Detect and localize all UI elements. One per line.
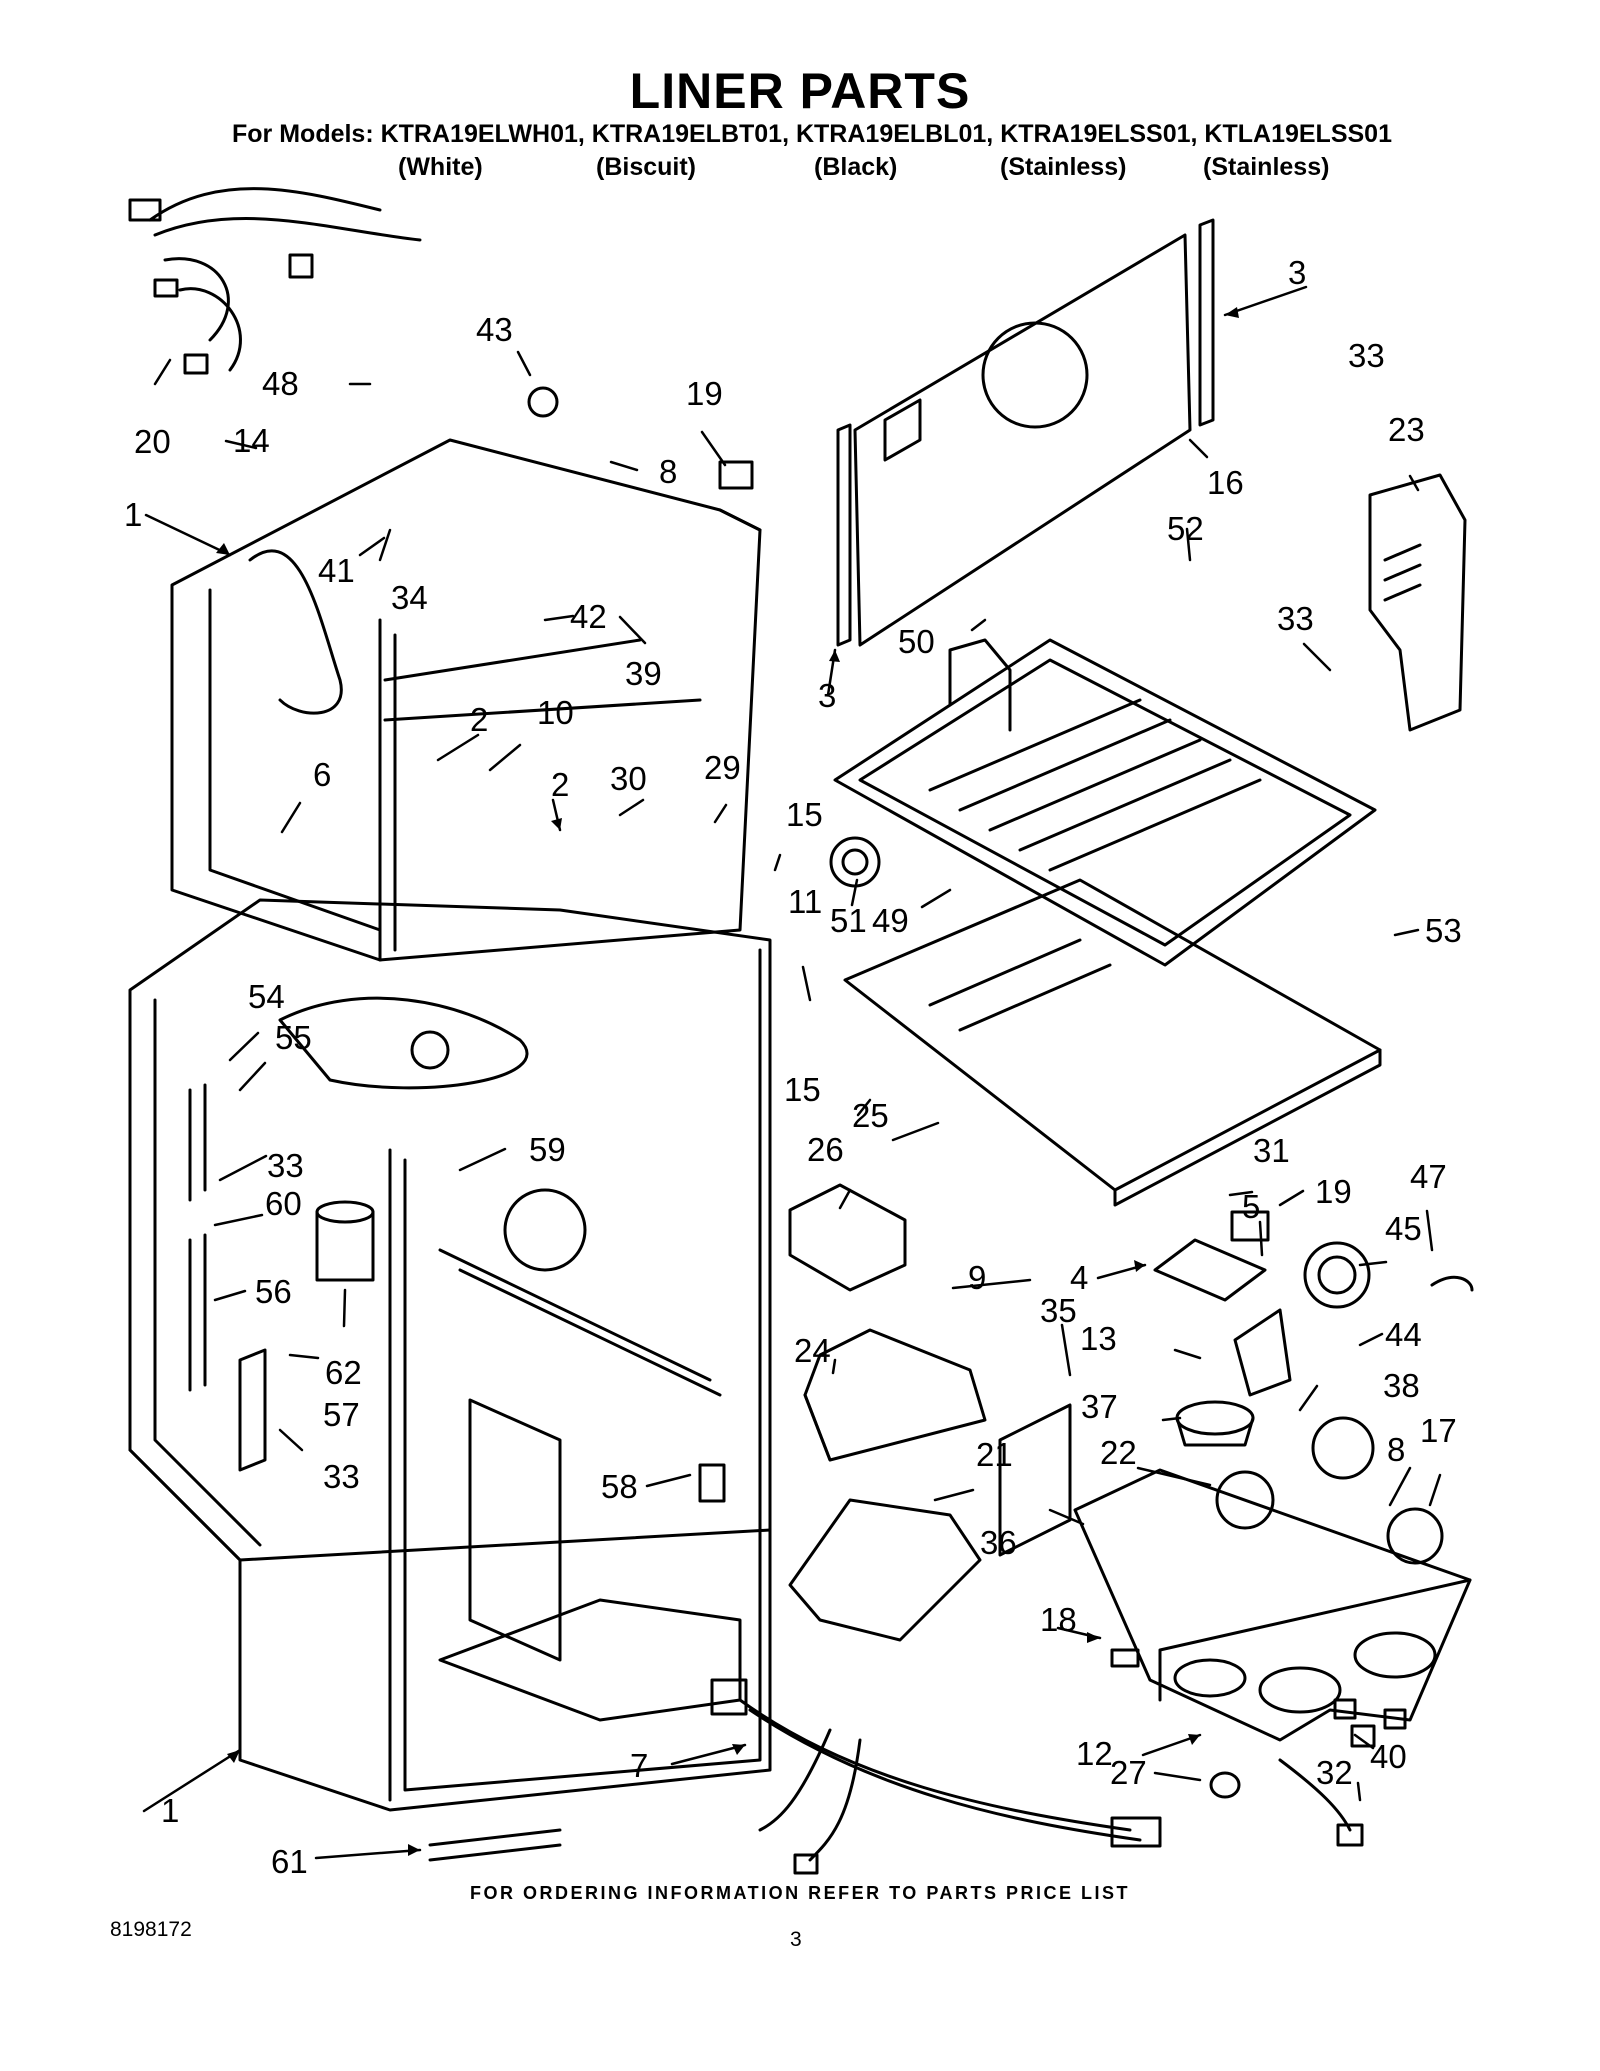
callout-52: 52 (1167, 510, 1204, 547)
leader-lines (142, 285, 1442, 1860)
callout-49: 49 (872, 902, 909, 939)
callout-62: 62 (325, 1354, 362, 1391)
callout-30: 30 (610, 760, 647, 797)
callout-2-upper: 2 (470, 701, 488, 738)
callout-44: 44 (1385, 1316, 1422, 1353)
air-duct (1368, 473, 1467, 732)
callout-5: 5 (1242, 1188, 1260, 1225)
callout-51: 51 (830, 902, 867, 939)
color-stainless-2: (Stainless) (1203, 153, 1330, 181)
callout-20: 20 (134, 423, 171, 460)
ordering-note: FOR ORDERING INFORMATION REFER TO PARTS … (469, 1883, 1130, 1903)
callout-1-lower: 1 (161, 1792, 179, 1829)
callout-57: 57 (323, 1396, 360, 1433)
callout-33-top: 33 (1348, 337, 1385, 374)
callout-32: 32 (1316, 1754, 1353, 1791)
callout-59: 59 (529, 1131, 566, 1168)
callout-56: 56 (255, 1273, 292, 1310)
callout-48: 48 (262, 365, 299, 402)
page-number: 3 (790, 1928, 802, 1951)
callout-58: 58 (601, 1468, 638, 1505)
small-parts (188, 386, 1474, 1862)
callout-3-upper: 3 (1288, 254, 1306, 291)
control-board (1153, 1238, 1292, 1397)
callout-39: 39 (625, 655, 662, 692)
callout-38: 38 (1383, 1367, 1420, 1404)
callout-6: 6 (313, 756, 331, 793)
color-stainless-1: (Stainless) (1000, 153, 1127, 181)
document-number: 8198172 (110, 1918, 192, 1941)
callout-13: 13 (1080, 1320, 1117, 1357)
callout-42: 42 (570, 598, 607, 635)
callout-1-upper: 1 (124, 496, 142, 533)
callout-29: 29 (704, 749, 741, 786)
callout-33-left: 33 (267, 1147, 304, 1184)
callout-45: 45 (1385, 1210, 1422, 1247)
callout-60: 60 (265, 1185, 302, 1222)
callout-34: 34 (391, 579, 428, 616)
callout-2-lower: 2 (551, 766, 569, 803)
callout-35: 35 (1040, 1292, 1077, 1329)
callout-33-middle: 33 (1277, 600, 1314, 637)
fresh-food-liner (128, 898, 772, 1812)
callout-22: 22 (1100, 1434, 1137, 1471)
callout-17: 17 (1420, 1412, 1457, 1449)
callout-27: 27 (1110, 1754, 1147, 1791)
callout-55: 55 (275, 1019, 312, 1056)
callout-10: 10 (537, 694, 574, 731)
callout-54: 54 (248, 978, 285, 1015)
callout-11: 11 (788, 883, 822, 920)
callout-25: 25 (852, 1097, 889, 1134)
wire-harness-bottom (710, 1678, 1364, 1875)
callout-31: 31 (1253, 1132, 1290, 1169)
callout-19-lower: 19 (1315, 1173, 1352, 1210)
callout-47: 47 (1410, 1158, 1447, 1195)
callout-9: 9 (968, 1259, 986, 1296)
callout-7: 7 (630, 1747, 648, 1784)
wire-harness-top (128, 187, 422, 375)
callout-18: 18 (1040, 1601, 1077, 1638)
callout-41: 41 (318, 552, 355, 589)
callout-24: 24 (794, 1332, 831, 1369)
callout-53: 53 (1425, 912, 1462, 949)
callout-8-lower: 8 (1387, 1431, 1405, 1468)
callout-36: 36 (980, 1524, 1017, 1561)
freezer-floor (843, 878, 1382, 1207)
callout-19-upper: 19 (686, 375, 723, 412)
callout-37: 37 (1081, 1388, 1118, 1425)
callout-43: 43 (476, 311, 513, 348)
back-panel (836, 218, 1215, 647)
callout-14: 14 (233, 422, 270, 459)
page-title: LINER PARTS (629, 63, 971, 119)
evaporator-tray (833, 638, 1377, 967)
callout-15-lower: 15 (784, 1071, 821, 1108)
callout-12: 12 (1076, 1735, 1113, 1772)
callout-26: 26 (807, 1131, 844, 1168)
callout-23: 23 (1388, 411, 1425, 448)
color-white: (White) (398, 153, 483, 181)
arrowheads (216, 307, 1239, 1856)
callout-61: 61 (271, 1843, 308, 1880)
models-line: For Models: KTRA19ELWH01, KTRA19ELBT01, … (232, 120, 1392, 148)
color-biscuit: (Biscuit) (596, 153, 696, 181)
callout-8-upper: 8 (659, 453, 677, 490)
callout-labels: 1 1 2 2 3 3 4 5 6 7 8 8 9 10 11 12 13 14… (124, 254, 1462, 1880)
callout-3-lower: 3 (818, 677, 836, 714)
freezer-liner (170, 438, 762, 962)
control-gears (829, 836, 1375, 1530)
callout-33-bottom: 33 (323, 1458, 360, 1495)
callout-40: 40 (1370, 1738, 1407, 1775)
callout-15-upper: 15 (786, 796, 823, 833)
callout-50: 50 (898, 623, 935, 660)
callout-21: 21 (976, 1436, 1013, 1473)
callout-4: 4 (1070, 1259, 1088, 1296)
ice-maker-assembly (788, 1183, 1472, 1742)
color-black: (Black) (814, 153, 898, 181)
callout-16: 16 (1207, 464, 1244, 501)
